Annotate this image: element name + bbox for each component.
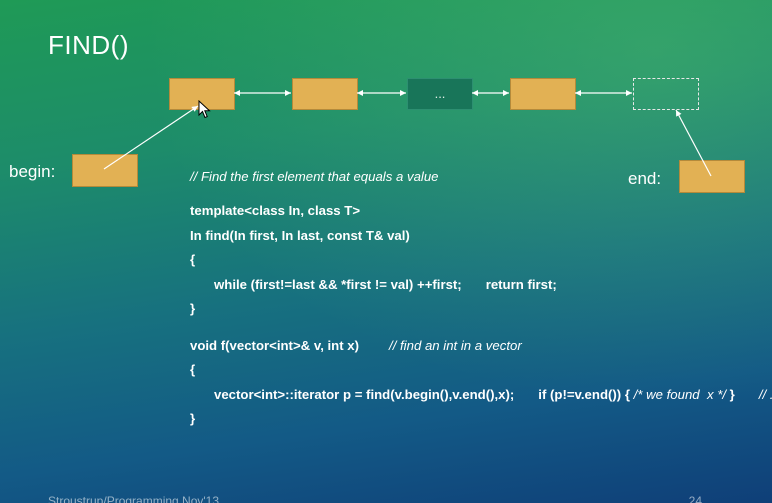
- end-label: end:: [628, 169, 662, 188]
- code-text: void f(vector<int>& v, int x): [190, 337, 360, 353]
- code-line: vector<int>::iterator p = find(v.begin()…: [214, 386, 515, 402]
- code-line: }: [190, 301, 196, 316]
- code-line: {: [190, 252, 196, 267]
- code-line: while (first!=last && *first != val) ++f…: [214, 276, 462, 292]
- footer-credit: Stroustrup/Programming Nov'13: [48, 494, 220, 503]
- code-line: return first;: [485, 276, 557, 292]
- list-end-node: [633, 78, 699, 110]
- begin-iterator-box: [72, 154, 138, 187]
- code-line: template<class In, class T>: [190, 203, 361, 218]
- end-pointer-arrow: [675, 109, 712, 177]
- begin-pointer-arrow: [103, 105, 199, 170]
- list-node-4: [510, 78, 576, 110]
- code-line: void f(vector<int>& v, int x) // find an …: [190, 334, 772, 359]
- code-text: if (p!=v.end()) {: [538, 386, 634, 402]
- code-comment: // ...: [758, 386, 772, 402]
- list-node-2: [292, 78, 358, 110]
- code-line: In find(In first, In last, const T& val): [190, 227, 410, 243]
- slide-number: 24: [688, 494, 702, 503]
- slide-title: FIND(): [48, 30, 129, 60]
- begin-label: begin:: [9, 162, 56, 181]
- list-node-ellipsis: ...: [407, 78, 473, 110]
- mouse-cursor-icon: [198, 100, 211, 119]
- code-comment: // Find the first element that equals a …: [190, 168, 439, 184]
- code-comment: // find an int in a vector: [389, 337, 522, 353]
- list-node-1: [169, 78, 235, 110]
- end-iterator-box: [679, 160, 745, 193]
- code-line: {: [190, 362, 196, 377]
- code-text: }: [726, 386, 735, 402]
- code-line: if (p!=v.end()) { /* we found x */ }: [514, 383, 735, 408]
- code-block: // Find the first element that equals a …: [190, 140, 772, 481]
- code-comment: /* we found x */: [633, 386, 727, 402]
- code-line: }: [190, 411, 196, 426]
- slide-footer: Stroustrup/Programming Nov'13 24: [0, 494, 772, 503]
